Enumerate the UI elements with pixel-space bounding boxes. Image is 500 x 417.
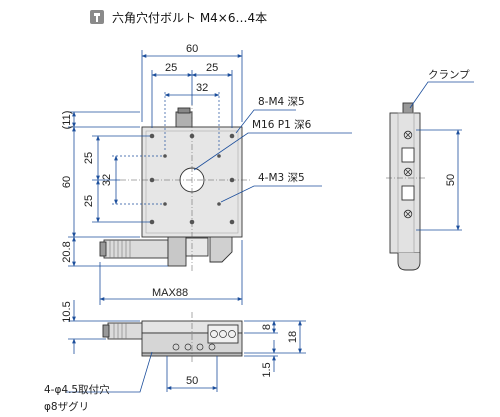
- dim-11: (11): [61, 111, 73, 130]
- label-4-m3: 4-M3 深5: [258, 172, 305, 184]
- label-8-m4: 8-M4 深5: [258, 96, 305, 108]
- dim-10-5: 10.5: [61, 301, 73, 322]
- top-view-dimensions: [68, 50, 352, 305]
- dim-max88: MAX88: [152, 287, 188, 299]
- hex-socket-icon: [90, 10, 104, 24]
- front-view: [102, 312, 243, 362]
- label-mounting-holes: 4-φ4.5取付穴: [44, 383, 110, 396]
- dim-32-vertical: 32: [101, 174, 113, 186]
- dim-width-60: 60: [186, 43, 198, 55]
- side-view: [386, 102, 426, 271]
- label-clamp: クランプ: [428, 69, 470, 81]
- header-title: 六角穴付ボルト M4×6…4本: [112, 10, 267, 25]
- dim-60-vertical: 60: [61, 176, 73, 188]
- dim-18: 18: [287, 331, 299, 343]
- label-counterbore: φ8ザグリ: [44, 400, 89, 413]
- front-view-dimensions: [66, 300, 306, 393]
- dim-8: 8: [261, 324, 273, 330]
- side-view-dimensions: [409, 81, 474, 231]
- dim-half-left-25: 25: [165, 62, 177, 74]
- dim-20-8: 20.8: [61, 241, 73, 262]
- top-view: [99, 100, 250, 272]
- dim-half-right-25: 25: [206, 62, 218, 74]
- dim-25-lower: 25: [83, 195, 95, 207]
- dim-1-5: 1.5: [261, 362, 273, 377]
- label-m16-p1: M16 P1 深6: [252, 119, 312, 131]
- dim-50-vertical: 50: [445, 174, 457, 186]
- dim-32-horizontal: 32: [196, 82, 208, 94]
- dim-50-horizontal: 50: [186, 375, 198, 387]
- dim-25-upper: 25: [83, 152, 95, 164]
